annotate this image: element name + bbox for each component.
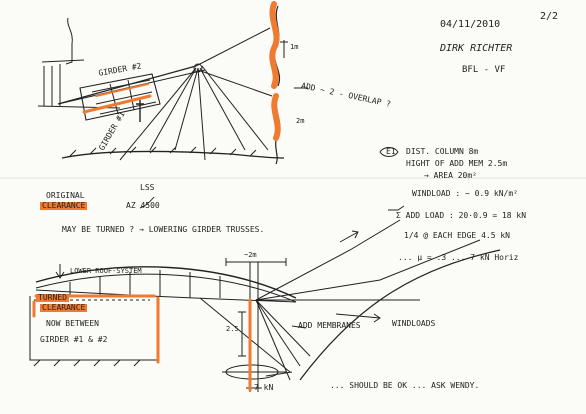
mid-strokes (139, 147, 405, 243)
now-between-label: NOW BETWEEN (46, 319, 99, 328)
original-label: ORIGINAL (46, 191, 85, 200)
calc-line: Σ ADD LOAD : 20·0.9 = 18 kN (396, 211, 527, 220)
top-sketch (37, 5, 308, 165)
calc-line: → AREA 20m² (424, 171, 477, 180)
clearance-label: CLEARANCE (40, 201, 88, 210)
turned-label: TURNED (36, 293, 69, 302)
page-number: 2/2 (540, 11, 559, 22)
top-highlights (82, 1, 281, 141)
date-label: 04/11/2010 (440, 19, 501, 30)
clearance-now-label: CLEARANCE (40, 303, 88, 312)
girders-label: GIRDER #1 & #2 (40, 335, 108, 344)
dim-2m: ~2m (244, 251, 257, 259)
dim-lower: 2m (296, 117, 305, 125)
project-ref: BFL - VF (462, 65, 506, 75)
calc-line: WINDLOAD : ~ 0.9 kN/m² (412, 189, 518, 198)
calc-line: HIGHT OF ADD MEM 2.5m (406, 159, 508, 168)
calc-line: 1/4 @ EACH EDGE 4.5 kN (404, 231, 510, 240)
lss-label: LSS (140, 183, 155, 192)
dim-top: 1m (290, 43, 299, 51)
calc-line: DIST. COLUMN 8m (406, 147, 479, 156)
windloads-label: WINDLOADS (392, 319, 436, 328)
calc-marker: E1 (386, 147, 396, 156)
turned-question: MAY BE TURNED ? → LOWERING GIRDER TRUSSE… (62, 225, 265, 234)
dim-2-5: 2.5 (226, 325, 239, 333)
calc-line: ... μ = .3 ... 7 kN Horiz (398, 253, 519, 262)
horizontal-load-label: 7 kN (254, 383, 274, 392)
roof-label: LOWER ROOF-SYSTEM (70, 267, 142, 275)
add-membranes-label: ADD MEMBRANES (298, 321, 361, 330)
clearance-value: AZ 4500 (126, 201, 160, 210)
bottom-sketch (29, 219, 501, 392)
should-be-note: ... SHOULD BE OK ... ASK WENDY. (330, 381, 480, 390)
author-label: DIRK RICHTER (440, 43, 513, 54)
